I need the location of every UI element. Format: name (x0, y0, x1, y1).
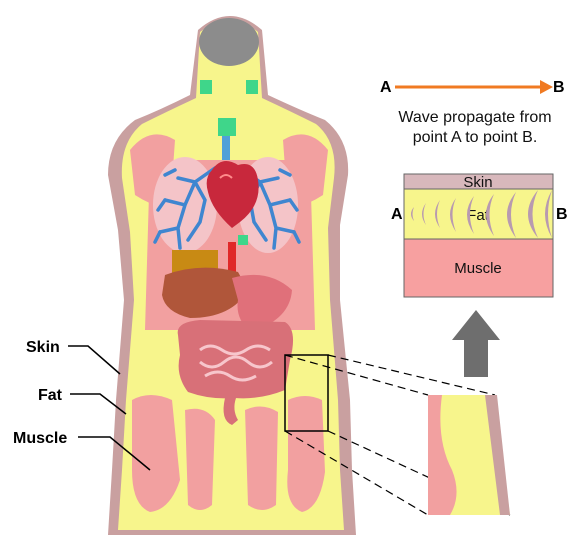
neck-gland-right (246, 80, 258, 94)
layer-point-a: A (391, 206, 403, 223)
thigh-muscle-inner-right (245, 406, 278, 510)
caption-line-2: point A to point B. (413, 129, 538, 146)
thigh-muscle-right (287, 396, 325, 512)
caption-line-1: Wave propagate from (398, 109, 551, 126)
large-intestine (178, 320, 293, 398)
up-arrow (452, 310, 500, 377)
torso-model (108, 16, 356, 535)
muscle-label: Muscle (13, 430, 67, 447)
orange-arrow-head (540, 80, 553, 94)
point-a-label: A (380, 79, 392, 96)
zoomed-tissue-slice (428, 395, 510, 515)
layer-diagram: Skin Fat Muscle A B (391, 174, 567, 297)
thigh-muscle-inner-left (185, 409, 215, 510)
point-b-label: B (553, 79, 565, 96)
thigh-muscle-left (132, 395, 180, 512)
brain (199, 18, 259, 66)
neck-gland-left (200, 80, 212, 94)
layer-skin-label: Skin (463, 174, 492, 191)
mediastinum-marker (238, 235, 248, 245)
fat-label: Fat (38, 387, 63, 404)
layer-muscle-label: Muscle (454, 260, 502, 277)
thyroid (218, 118, 236, 136)
propagation-arrow: A B (380, 79, 565, 96)
layer-point-b: B (556, 206, 567, 223)
skin-leader-line (68, 346, 120, 374)
skin-label: Skin (26, 339, 60, 356)
